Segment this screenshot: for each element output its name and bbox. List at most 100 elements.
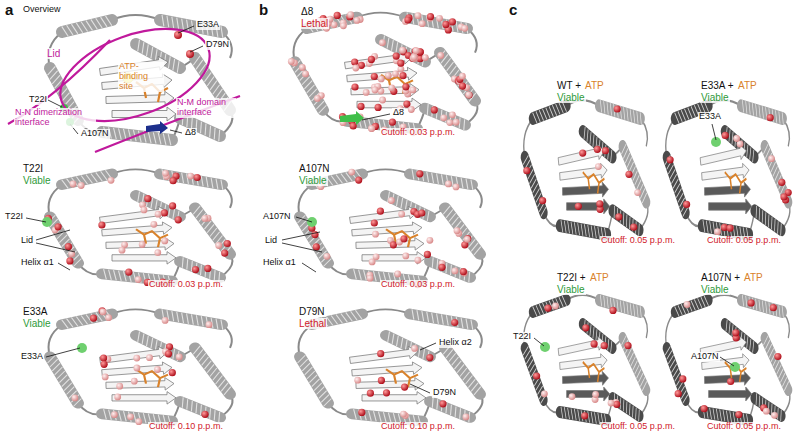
label: c: [508, 2, 518, 19]
sphere: [413, 47, 420, 54]
sphere: [100, 354, 107, 361]
sphere: [378, 76, 385, 83]
sphere: [108, 177, 115, 184]
sphere: [354, 17, 361, 24]
sphere: [388, 197, 395, 204]
label: T22I +: [556, 272, 587, 283]
sphere: [90, 315, 97, 322]
label: N-N dimerization interface: [14, 108, 96, 128]
sphere: [778, 179, 785, 186]
sphere: [615, 213, 622, 220]
label: Overview: [22, 5, 62, 15]
sphere: [378, 377, 385, 384]
sphere: [683, 201, 690, 208]
sphere: [194, 174, 201, 181]
sphere: [418, 209, 425, 216]
sphere: [165, 350, 172, 357]
label: b: [258, 2, 269, 19]
sphere: [131, 378, 138, 385]
sphere: [732, 329, 739, 336]
sphere: [348, 169, 355, 176]
sphere: [114, 394, 121, 401]
label: WT +: [556, 80, 582, 91]
label: Helix α1: [262, 258, 297, 268]
sphere: [176, 354, 183, 361]
shift-spheres: [42, 11, 792, 425]
label: A107N: [690, 352, 720, 362]
sphere: [459, 83, 466, 90]
sphere: [591, 340, 598, 347]
protein-ribbon: [665, 295, 790, 426]
label: Viable: [556, 284, 586, 295]
sphere: [354, 377, 361, 384]
sphere: [602, 147, 609, 154]
sphere: [748, 299, 755, 306]
sphere: [363, 89, 370, 96]
sphere: [155, 211, 162, 218]
sphere: [449, 18, 456, 25]
label: ATP-binding site: [118, 62, 164, 92]
label: Lethal: [300, 18, 329, 29]
sphere: [399, 47, 406, 54]
sphere: [624, 342, 631, 349]
sphere: [442, 21, 449, 28]
sphere: [767, 114, 774, 121]
sphere: [634, 189, 641, 196]
label: T22I: [28, 95, 48, 105]
sphere: [431, 106, 438, 113]
protein-ribbon: [523, 100, 648, 240]
sphere: [154, 249, 161, 256]
sphere: [415, 257, 422, 264]
sphere: [394, 271, 401, 278]
label: E33A: [196, 20, 220, 30]
sphere: [569, 393, 576, 400]
sphere: [601, 342, 608, 349]
sphere: [368, 56, 375, 63]
label: Cutoff: 0.03 p.p.m.: [380, 128, 456, 138]
sphere: [161, 238, 168, 245]
label: T22I: [22, 163, 44, 174]
label: Lethal: [298, 318, 327, 329]
sphere: [770, 304, 777, 311]
sphere: [55, 223, 62, 230]
sphere: [70, 181, 77, 188]
sphere: [722, 132, 729, 139]
protein-ribbon: [298, 169, 483, 286]
label: Lid: [20, 236, 34, 246]
sphere: [411, 53, 418, 60]
label: T22I: [4, 212, 24, 222]
label: Cutoff: 0.05 p.p.m.: [600, 422, 676, 432]
sphere: [400, 235, 407, 242]
sphere: [133, 355, 140, 362]
label: Lid: [46, 48, 61, 59]
sphere: [379, 97, 386, 104]
sphere: [592, 391, 599, 398]
sphere: [371, 73, 378, 80]
sphere: [399, 72, 406, 79]
sphere: [453, 184, 460, 191]
sphere: [78, 182, 85, 189]
sphere: [411, 54, 418, 61]
sphere: [192, 266, 199, 273]
label: A107N: [262, 212, 292, 222]
label: A107N: [298, 163, 331, 174]
sphere: [351, 83, 358, 90]
label: D79N: [298, 306, 326, 317]
protein-ribbon: [298, 309, 483, 426]
label: Δ8: [392, 108, 405, 118]
sphere: [367, 275, 374, 282]
sphere: [299, 64, 306, 71]
sphere: [401, 384, 408, 391]
sphere: [449, 111, 456, 118]
sphere: [408, 106, 415, 113]
sphere: [375, 104, 382, 111]
label: Helix α2: [438, 338, 473, 348]
sphere: [116, 383, 123, 390]
sphere: [552, 303, 559, 310]
sphere: [774, 353, 781, 360]
sphere: [453, 119, 460, 126]
sphere: [768, 155, 775, 162]
sphere: [460, 268, 467, 275]
label: Cutoff: 0.05 p.p.m.: [706, 422, 782, 432]
sphere: [377, 350, 384, 357]
